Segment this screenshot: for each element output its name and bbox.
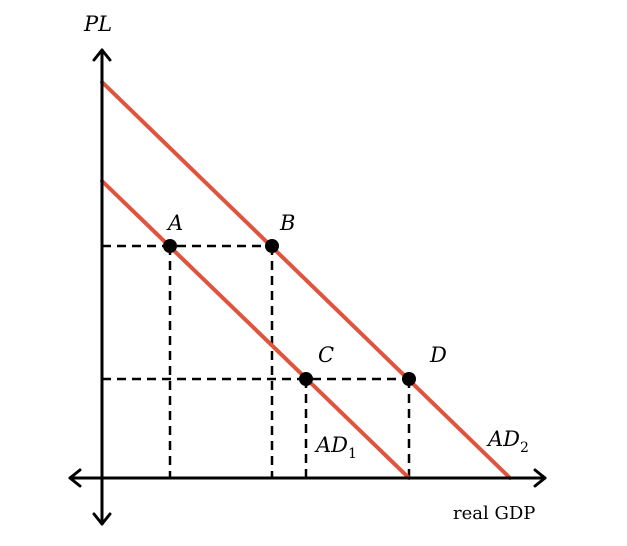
- point-c-label: C: [318, 343, 334, 367]
- ad2-curve: [100, 80, 512, 480]
- y-axis-bottom-arrow: [92, 512, 112, 526]
- point-c-marker: [299, 372, 313, 386]
- ad1-label-sub: 1: [348, 446, 357, 462]
- point-a-marker: [163, 239, 177, 253]
- equilibrium-points: [163, 239, 416, 386]
- guide-lines: [102, 244, 411, 478]
- ad2-label-sub: 2: [520, 440, 529, 456]
- x-axis-left-arrow: [68, 468, 82, 488]
- point-d-marker: [402, 372, 416, 386]
- x-axis-right-arrow: [533, 468, 547, 488]
- ad1-label: AD1: [314, 433, 357, 462]
- point-a-label: A: [166, 211, 183, 235]
- ad1-curve: [100, 179, 411, 480]
- ad1-label-base: AD: [314, 433, 348, 457]
- y-axis-label: PL: [83, 12, 112, 36]
- ad2-label: AD2: [486, 427, 529, 456]
- point-b-marker: [265, 239, 279, 253]
- point-d-label: D: [429, 343, 447, 367]
- axes: [68, 48, 547, 526]
- point-b-label: B: [279, 211, 295, 235]
- ad-curves: [100, 80, 512, 480]
- y-axis-top-arrow: [92, 48, 112, 62]
- ad2-label-base: AD: [486, 427, 520, 451]
- x-axis-label: real GDP: [453, 503, 535, 524]
